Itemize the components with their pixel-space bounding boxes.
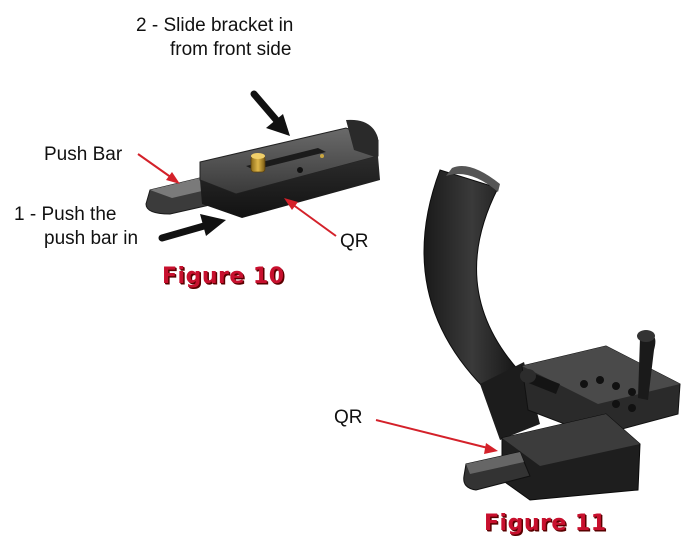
figure-11-caption: Figure 11 [484, 511, 607, 536]
qr-label-figure11: QR [334, 407, 363, 428]
slide-instruction-line2: from front side [170, 39, 292, 60]
push-instruction-line1: 1 - Push the [14, 204, 117, 225]
figure-10-arrows [137, 90, 337, 242]
slide-instruction-line1: 2 - Slide bracket in [136, 15, 294, 36]
push-bar-label: Push Bar [44, 144, 123, 165]
figure-11-bracket [423, 166, 681, 501]
figure-10-qr-plate [145, 119, 380, 218]
qr-label-figure10: QR [340, 231, 369, 252]
figure-11-qr-arrow [375, 419, 498, 454]
push-instruction-line2: push bar in [44, 228, 139, 249]
figure-10-caption: Figure 10 [162, 264, 285, 289]
